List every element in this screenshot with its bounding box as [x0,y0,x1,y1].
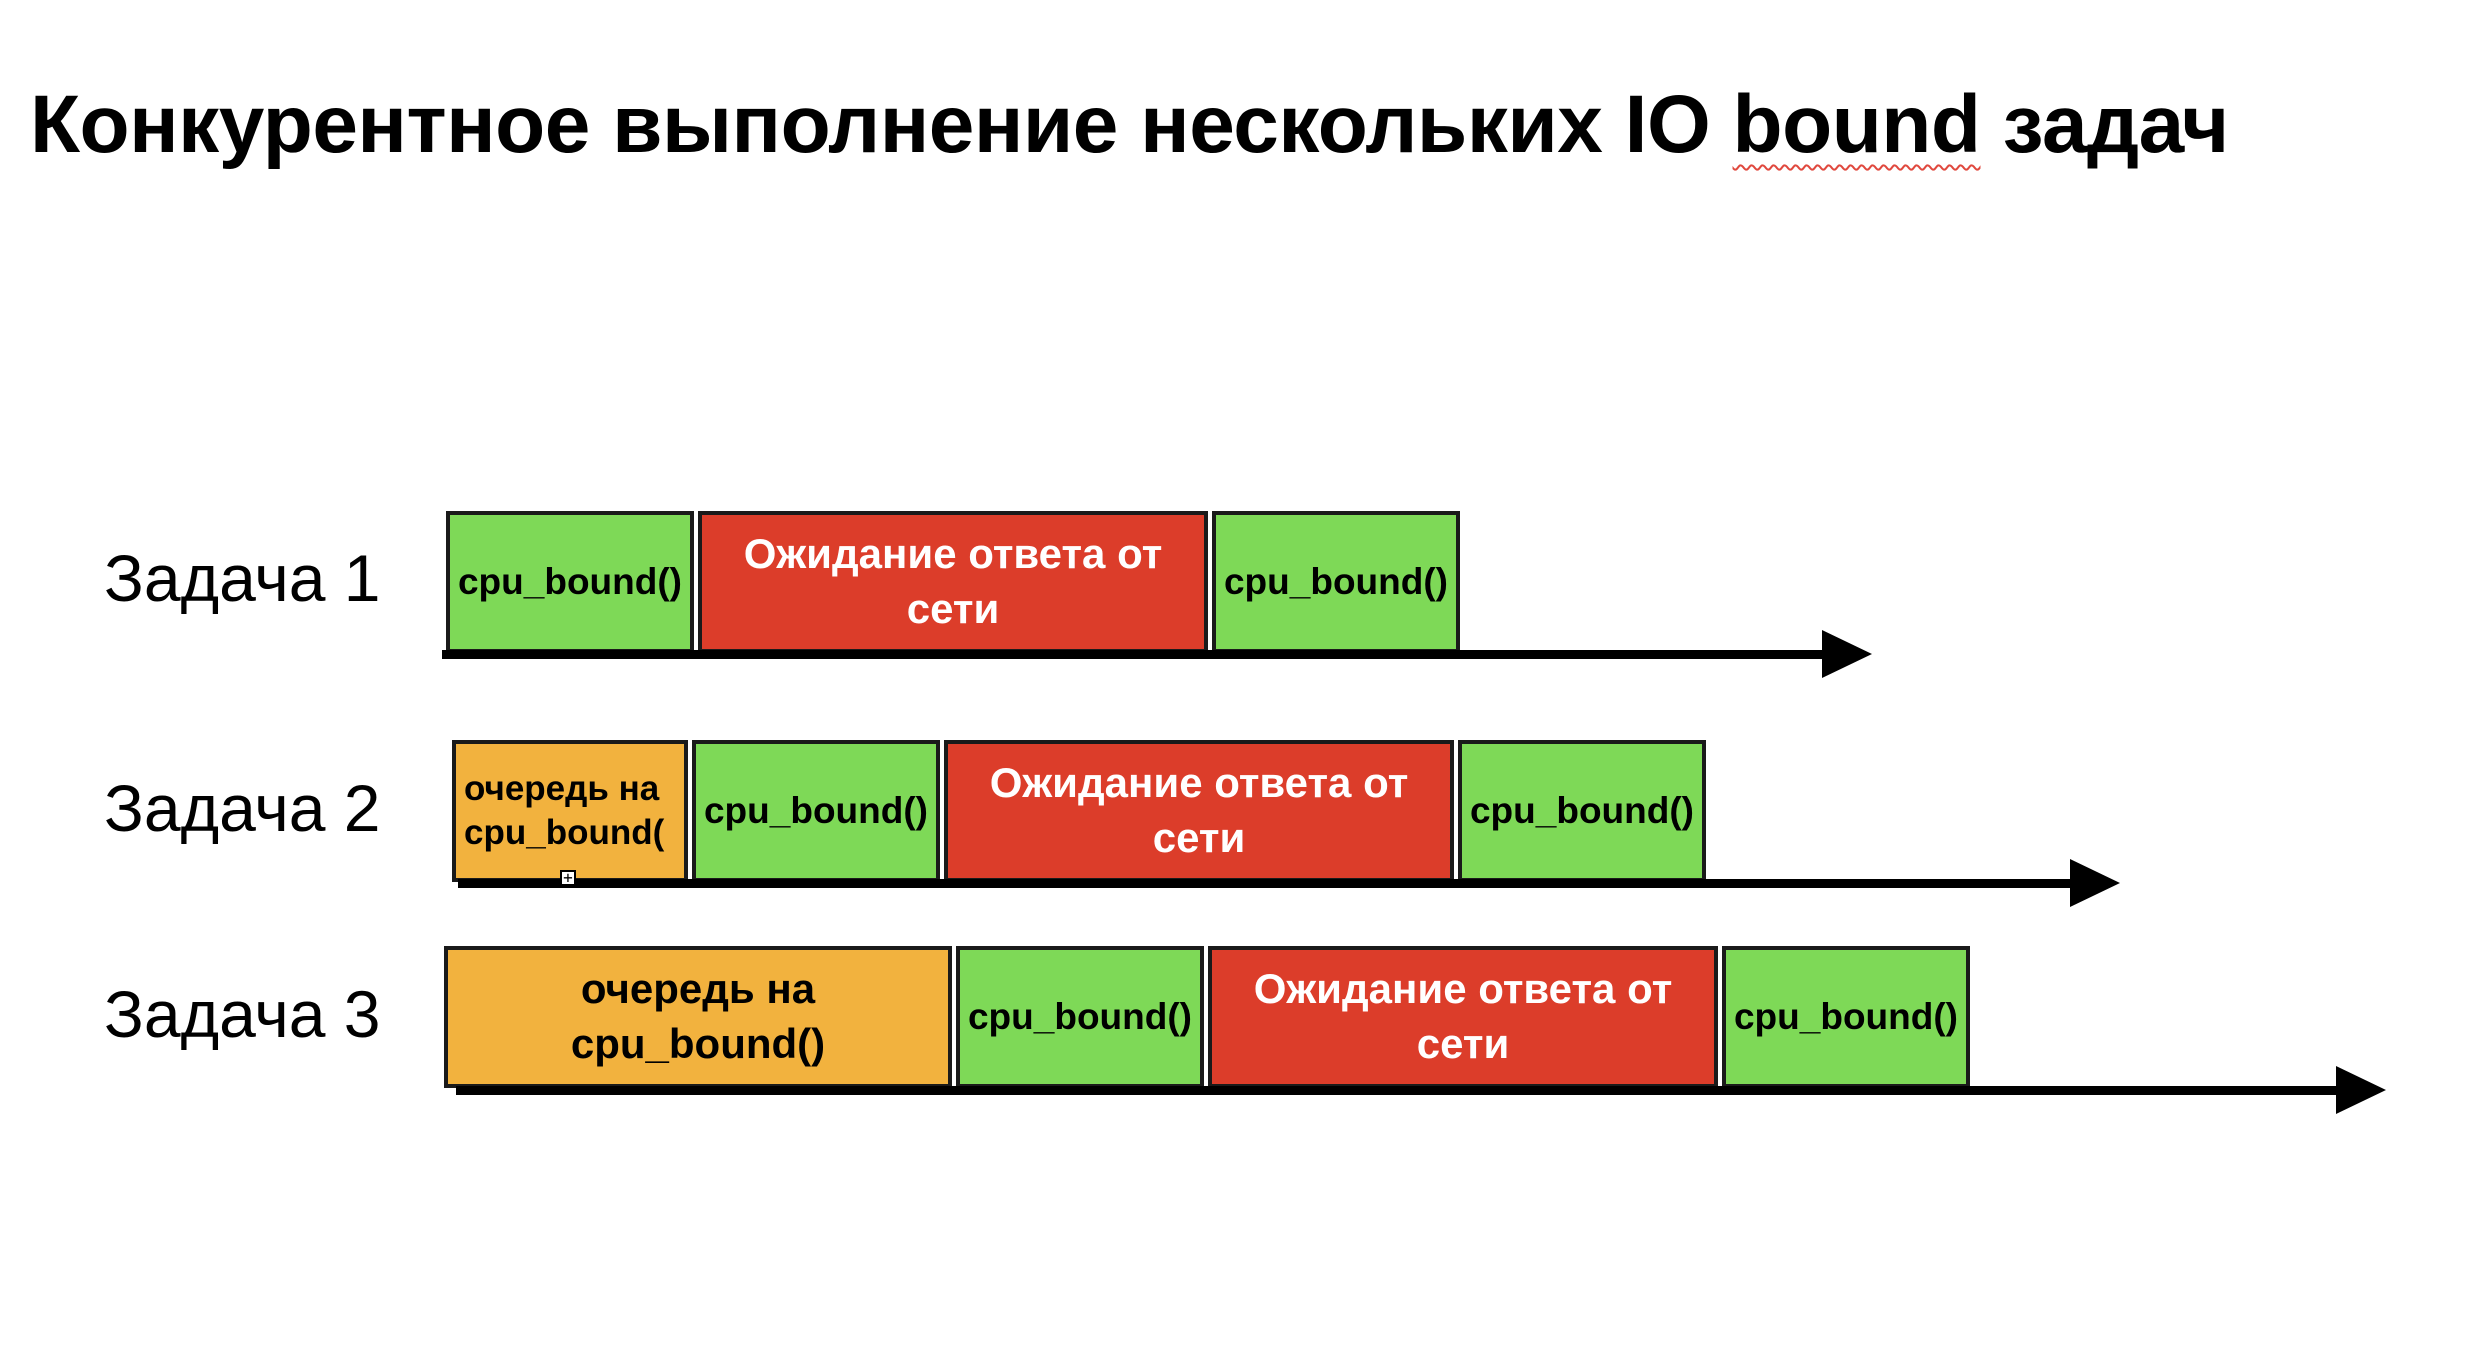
task-2-block-cpu-1: cpu_bound() [692,740,940,882]
task-2-block-cpu-2: cpu_bound() [1458,740,1706,882]
title-text-after: задач [1980,79,2230,170]
block-label: cpu_bound() [967,995,1192,1037]
block-label: очередь на cpu_bound() [570,965,826,1067]
block-label: Ожидание ответа от сети [1253,965,1673,1067]
title-text-before: Конкурентное выполнение нескольких IO [30,79,1733,170]
task-1-timeline-axis [442,650,1832,659]
block-label: Ожидание ответа от сети [989,759,1409,861]
block-label: cpu_bound() [703,789,928,831]
task-1-arrowhead-icon [1822,630,1872,678]
task-1-label: Задача 1 [104,541,381,615]
block-label: cpu_bound() [1223,560,1448,602]
block-label: cpu_bound() [1733,995,1958,1037]
task-2-label: Задача 2 [104,771,381,845]
task-1-block-cpu-2: cpu_bound() [1212,511,1460,653]
block-label: очередь на cpu_bound( [464,769,665,852]
task-3-arrowhead-icon [2336,1066,2386,1114]
task-2-block-wait: Ожидание ответа от сети [944,740,1454,882]
task-3-block-cpu-2: cpu_bound() [1722,946,1970,1088]
task-2-timeline-axis [458,879,2080,888]
title-text-underlined: bound [1732,79,1981,170]
block-label: Ожидание ответа от сети [743,530,1163,632]
task-2-block-queue: очередь на cpu_bound( [452,740,688,882]
task-3-timeline-axis [456,1086,2346,1095]
task-3-block-cpu-1: cpu_bound() [956,946,1204,1088]
plus-box-icon[interactable]: + [560,870,576,886]
task-2-arrowhead-icon [2070,859,2120,907]
slide-title: Конкурентное выполнение нескольких IO bo… [30,78,2229,172]
task-3-block-queue: очередь на cpu_bound() [444,946,952,1088]
task-1-block-wait: Ожидание ответа от сети [698,511,1208,653]
block-label: cpu_bound() [457,560,682,602]
task-3-block-wait: Ожидание ответа от сети [1208,946,1718,1088]
task-3-label: Задача 3 [104,977,381,1051]
task-1-block-cpu-1: cpu_bound() [446,511,694,653]
block-label: cpu_bound() [1469,789,1694,831]
